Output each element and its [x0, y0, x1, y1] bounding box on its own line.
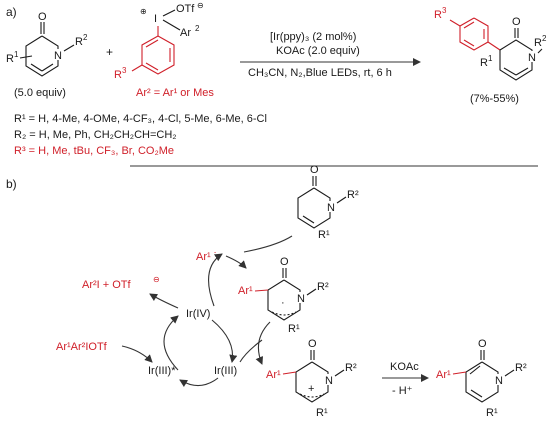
arrow-iriv-to-iriii [211, 319, 238, 363]
panel-a-label: a) [6, 5, 17, 19]
iodonium-salt: I ⊕ OTf ⊖ Ar 2 R 3 [114, 1, 204, 81]
otf-minus: ⊖ [153, 275, 160, 284]
panel-b-label: b) [6, 177, 17, 191]
r1-substituents: R¹ = H, 4-Me, 4-OMe, 4-CF₃, 4-Cl, 5-Me, … [14, 113, 267, 125]
pyridone-oxygen: O [38, 11, 47, 23]
radical-oxygen: O [280, 256, 289, 268]
final-r2: R² [515, 362, 527, 374]
product-r1: R [480, 57, 488, 69]
product-oxygen: O [512, 16, 521, 28]
arrow-irstar-to-iriv [163, 315, 179, 371]
base-line: KOAc (2.0 equiv) [276, 45, 360, 57]
top-pyridone-r2: R² [347, 189, 359, 201]
radical-r1: R¹ [288, 323, 300, 335]
aryl-pyridone-product: R 3 O N R 2 R 1 [434, 6, 547, 81]
product-r3: R [434, 9, 442, 21]
pyridone-nitrogen: N [54, 50, 62, 62]
equiv-label: (5.0 equiv) [14, 87, 66, 99]
radical-intermediate: O N R² Ar¹ · R¹ [238, 256, 329, 335]
cation-r2: R² [345, 362, 357, 374]
iodonium-plus-charge: ⊕ [140, 7, 147, 16]
final-ar1: Ar¹ [436, 369, 451, 381]
radical-ar1: Ar¹ [238, 285, 253, 297]
oxidation-arrow [255, 321, 271, 365]
arrow-iriii-to-irstar [179, 377, 219, 388]
cation-r1: R¹ [316, 407, 328, 419]
koac-label: KOAc [390, 361, 419, 373]
pyridone-reactant: O N R 2 R 1 [6, 11, 88, 77]
arrow-to-aryl-radical [208, 253, 223, 307]
final-r1: R¹ [486, 407, 498, 419]
ir-iii-star-label: Ir(III)* [148, 365, 176, 377]
iodonium-r3: R [114, 69, 122, 81]
otf-minus-charge: ⊖ [197, 1, 204, 10]
r3-substituents: R³ = H, Me, tBu, CF₃, Br, CO₂Me [14, 145, 174, 157]
cation-oxygen: O [308, 338, 317, 350]
ar2-definition: Ar² = Ar¹ or Mes [136, 87, 214, 99]
pyridone-r1-sup: 1 [14, 50, 19, 59]
cation-intermediate: O N R² Ar¹ + R¹ [266, 338, 357, 419]
top-pyridone-nitrogen: N [327, 202, 335, 214]
final-nitrogen: N [495, 375, 503, 387]
plus-sign: + [106, 45, 113, 59]
cation-plus: + [308, 383, 314, 395]
product-r3-sup: 3 [442, 6, 447, 15]
iodonium-r3-sup: 3 [122, 66, 127, 75]
product-r1-sup: 1 [488, 54, 493, 63]
pyridone-to-intermediate-curve [243, 235, 293, 253]
iodine-label: I [154, 13, 157, 25]
conditions-line: CH₃CN, N₂,Blue LEDs, rt, 6 h [248, 67, 392, 79]
r2-substituents: R₂ = H, Me, Ph, CH₂CH₂CH=CH₂ [14, 129, 177, 141]
pyridone-r2: R [75, 36, 83, 48]
arrow-to-ar2i [149, 293, 179, 309]
cation-nitrogen: N [325, 375, 333, 387]
product-r2-sup: 2 [542, 34, 547, 43]
cycle-pyridone: O N R² R¹ [297, 164, 359, 241]
radical-r2: R² [317, 281, 329, 293]
product-r2: R [534, 37, 542, 49]
top-pyridone-oxygen: O [310, 164, 319, 176]
final-oxygen: O [478, 338, 487, 350]
ar2-label: Ar [180, 27, 191, 39]
radical-nitrogen: N [297, 293, 305, 305]
top-pyridone-r1: R¹ [318, 229, 330, 241]
radical-dot: · [281, 297, 285, 309]
radical-addition-arrow [225, 255, 247, 269]
arrow-salt-in [121, 345, 153, 363]
otf-label: OTf [176, 3, 195, 15]
electron-transfer-curve [239, 339, 263, 363]
yield-label: (7%-55%) [470, 93, 519, 105]
final-product: O N R² Ar¹ R¹ [436, 338, 527, 419]
pyridone-r1: R [6, 53, 14, 65]
ar2-sup: 2 [195, 24, 200, 33]
minus-h-label: - H⁺ [392, 385, 413, 397]
ar2i-otf-label: Ar²I + OTf [82, 279, 132, 291]
ir-iv-label: Ir(IV) [186, 308, 210, 320]
product-nitrogen: N [528, 52, 536, 64]
iodonium-salt-label: Ar¹Ar²IOTf [56, 341, 108, 353]
aryl-radical: Ar¹ ˙ [196, 251, 217, 263]
catalyst-line: [Ir(ppy)₃ (2 mol%) [270, 31, 356, 43]
cation-ar1: Ar¹ [266, 369, 281, 381]
pyridone-r2-sup: 2 [83, 33, 88, 42]
ir-iii-label: Ir(III) [214, 365, 237, 377]
